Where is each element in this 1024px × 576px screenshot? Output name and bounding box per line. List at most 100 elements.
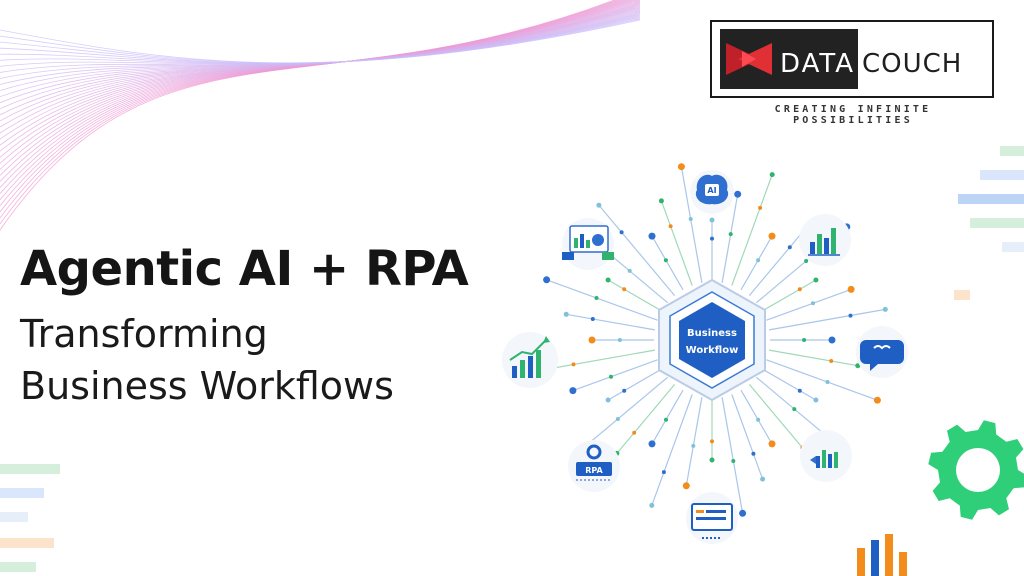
hub-spoke (731, 394, 764, 480)
logo-tagline: CREATING INFINITE POSSIBILITIES (774, 104, 932, 126)
hub-dot (848, 313, 853, 318)
monitor-node (686, 492, 738, 544)
rpa-label: RPA (585, 466, 603, 475)
center-label-line-2: Workflow (686, 345, 739, 356)
hub-dot (828, 336, 836, 344)
analytics-node (800, 430, 852, 482)
hub-spoke (685, 396, 703, 486)
hub-dot (594, 296, 599, 300)
hub-dot (605, 397, 611, 403)
hub-spoke (721, 194, 739, 284)
logo-text-data: DATA (780, 49, 855, 79)
logo-mark: DATA (720, 29, 858, 89)
rpa-node: RPA (568, 440, 620, 492)
hub-dot (569, 387, 577, 395)
hub-spoke (768, 349, 858, 367)
hub-spoke (748, 226, 808, 296)
decorative-bars-left (0, 464, 60, 572)
hub-dot (756, 417, 761, 422)
wave-line (0, 10, 640, 91)
hub-dot (563, 311, 569, 317)
hub-dot (619, 230, 624, 235)
hub-spoke (572, 359, 658, 392)
subtitle-line-1: Transforming (20, 312, 268, 356)
hub-dot (590, 317, 595, 321)
hub-spoke (660, 200, 693, 286)
hub-dot (802, 338, 807, 342)
hub-dot (768, 440, 776, 448)
hub-dot (596, 202, 602, 208)
hub-dot (769, 172, 775, 178)
workflow-hub-diagram: Business Workflow AI (502, 163, 908, 544)
hub-dot (617, 338, 622, 342)
hub-spoke (651, 394, 693, 506)
hub-spoke (731, 174, 773, 286)
hex-core (679, 302, 745, 378)
hub-dot (751, 451, 756, 456)
hub-dot (882, 306, 888, 312)
decorative-waves (0, 0, 640, 231)
hub-spoke (721, 396, 744, 514)
gear-icon (928, 420, 1024, 520)
hub-dot (813, 277, 819, 283)
hub-spoke (680, 166, 703, 284)
hub-dot (768, 232, 776, 240)
wave-line (0, 12, 640, 79)
hub-dot (811, 301, 815, 306)
hub-spoke (766, 288, 852, 321)
page-title: Agentic AI + RPA (20, 241, 469, 297)
hub-dot (813, 397, 819, 403)
hub-spoke (761, 368, 817, 401)
hub-spoke (546, 279, 658, 321)
ai-chip-label: AI (707, 186, 716, 195)
hub-dot (571, 362, 576, 367)
hub-dot (609, 374, 613, 379)
bar-chart-node (799, 214, 851, 266)
hub-spoke (607, 368, 663, 401)
hub-dot (804, 259, 809, 263)
wave-line (0, 9, 640, 98)
hub-dot (615, 417, 620, 421)
wave-line (0, 14, 640, 67)
hub-dot (709, 457, 715, 463)
gear-hole (956, 448, 1000, 492)
hub-spoke (740, 389, 773, 445)
hub-dot (787, 245, 792, 250)
decorative-bars-right (954, 146, 1024, 300)
hub-dot (661, 470, 666, 475)
hub-spoke (740, 235, 773, 291)
hub-dot (825, 380, 830, 384)
hub-spoke (766, 359, 878, 401)
hub-dot (728, 232, 733, 237)
chat-bubble-node (856, 326, 908, 378)
hub-spoke (756, 376, 826, 436)
hub-dot (829, 359, 834, 363)
wave-line (0, 11, 640, 85)
hub-dot (797, 287, 802, 292)
hub-dot (855, 363, 861, 369)
hub-dot (739, 509, 747, 517)
datacouch-logo: DATA COUCH (710, 20, 994, 98)
hub-dot (709, 217, 715, 223)
hub-dot (682, 482, 690, 490)
hub-dot (664, 417, 668, 422)
hub-dot (663, 258, 668, 263)
page-subtitle: Transforming Business Workflows (20, 308, 394, 412)
hub-dot (622, 287, 627, 292)
hub-dot (648, 440, 656, 448)
hub-dot (648, 232, 656, 240)
hub-dot (677, 163, 685, 171)
hub-spoke (768, 308, 886, 331)
hub-dot (873, 396, 881, 404)
hub-dot (734, 190, 742, 198)
hub-dot (710, 236, 714, 241)
hub-spoke (651, 235, 684, 291)
hub-dot (658, 198, 664, 204)
hub-dot (758, 205, 763, 210)
hub-dot (691, 443, 696, 448)
hub-spoke (651, 389, 684, 445)
center-label-line-1: Business (687, 328, 737, 339)
hub-dot (792, 407, 797, 412)
hub-spoke (598, 204, 676, 296)
hub-dot (797, 388, 802, 393)
